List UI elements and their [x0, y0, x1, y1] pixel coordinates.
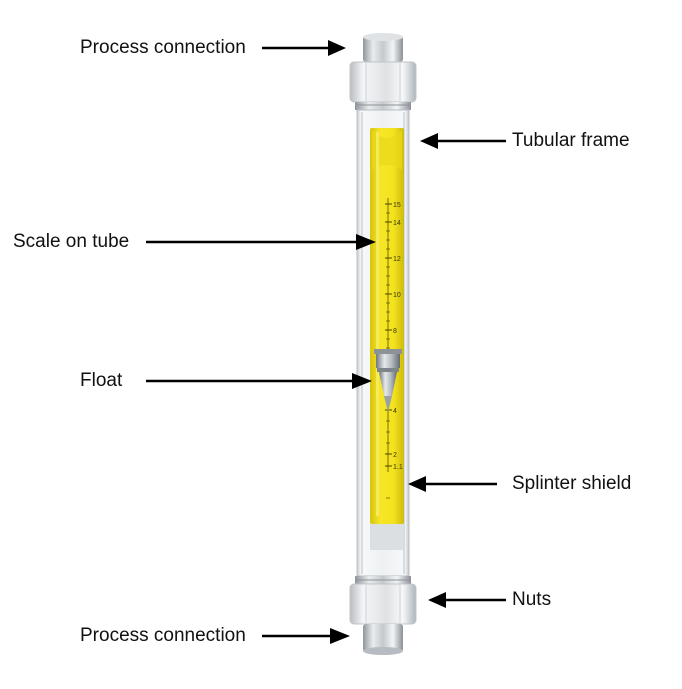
arrow-splinter-shield [408, 476, 497, 492]
label-splinter-shield: Splinter shield [512, 473, 632, 494]
top-nut [349, 61, 417, 110]
scale-tick-label: 12 [393, 256, 401, 263]
float [374, 349, 402, 412]
measuring-tube [370, 128, 404, 550]
label-process-connection-bottom: Process connection [80, 625, 246, 646]
arrow-process-connection-top [262, 40, 346, 56]
arrow-tubular-frame [420, 133, 506, 149]
arrow-process-connection-bottom [262, 628, 350, 644]
arrow-scale-on-tube [146, 234, 376, 250]
scale-tick-label: 4 [393, 408, 397, 415]
scale-tick-label: 1.1 [393, 464, 403, 471]
tube-scale: 15 14 12 10 8 6 4 2 1.1 [385, 198, 403, 499]
scale-tick-label: 14 [393, 220, 401, 227]
top-process-connection [363, 33, 403, 62]
bottom-process-connection [363, 624, 403, 655]
scale-tick-label: 2 [393, 452, 397, 459]
label-tubular-frame: Tubular frame [512, 130, 630, 151]
label-nuts: Nuts [512, 589, 552, 610]
arrow-float [146, 373, 372, 389]
label-float: Float [80, 370, 123, 391]
scale-tick-label: 15 [393, 202, 401, 209]
label-process-connection-top: Process connection [80, 37, 246, 58]
label-scale-on-tube: Scale on tube [13, 231, 130, 252]
arrow-nuts [428, 592, 506, 608]
scale-tick-label: 10 [393, 292, 401, 299]
scale-tick-label: 8 [393, 328, 397, 335]
